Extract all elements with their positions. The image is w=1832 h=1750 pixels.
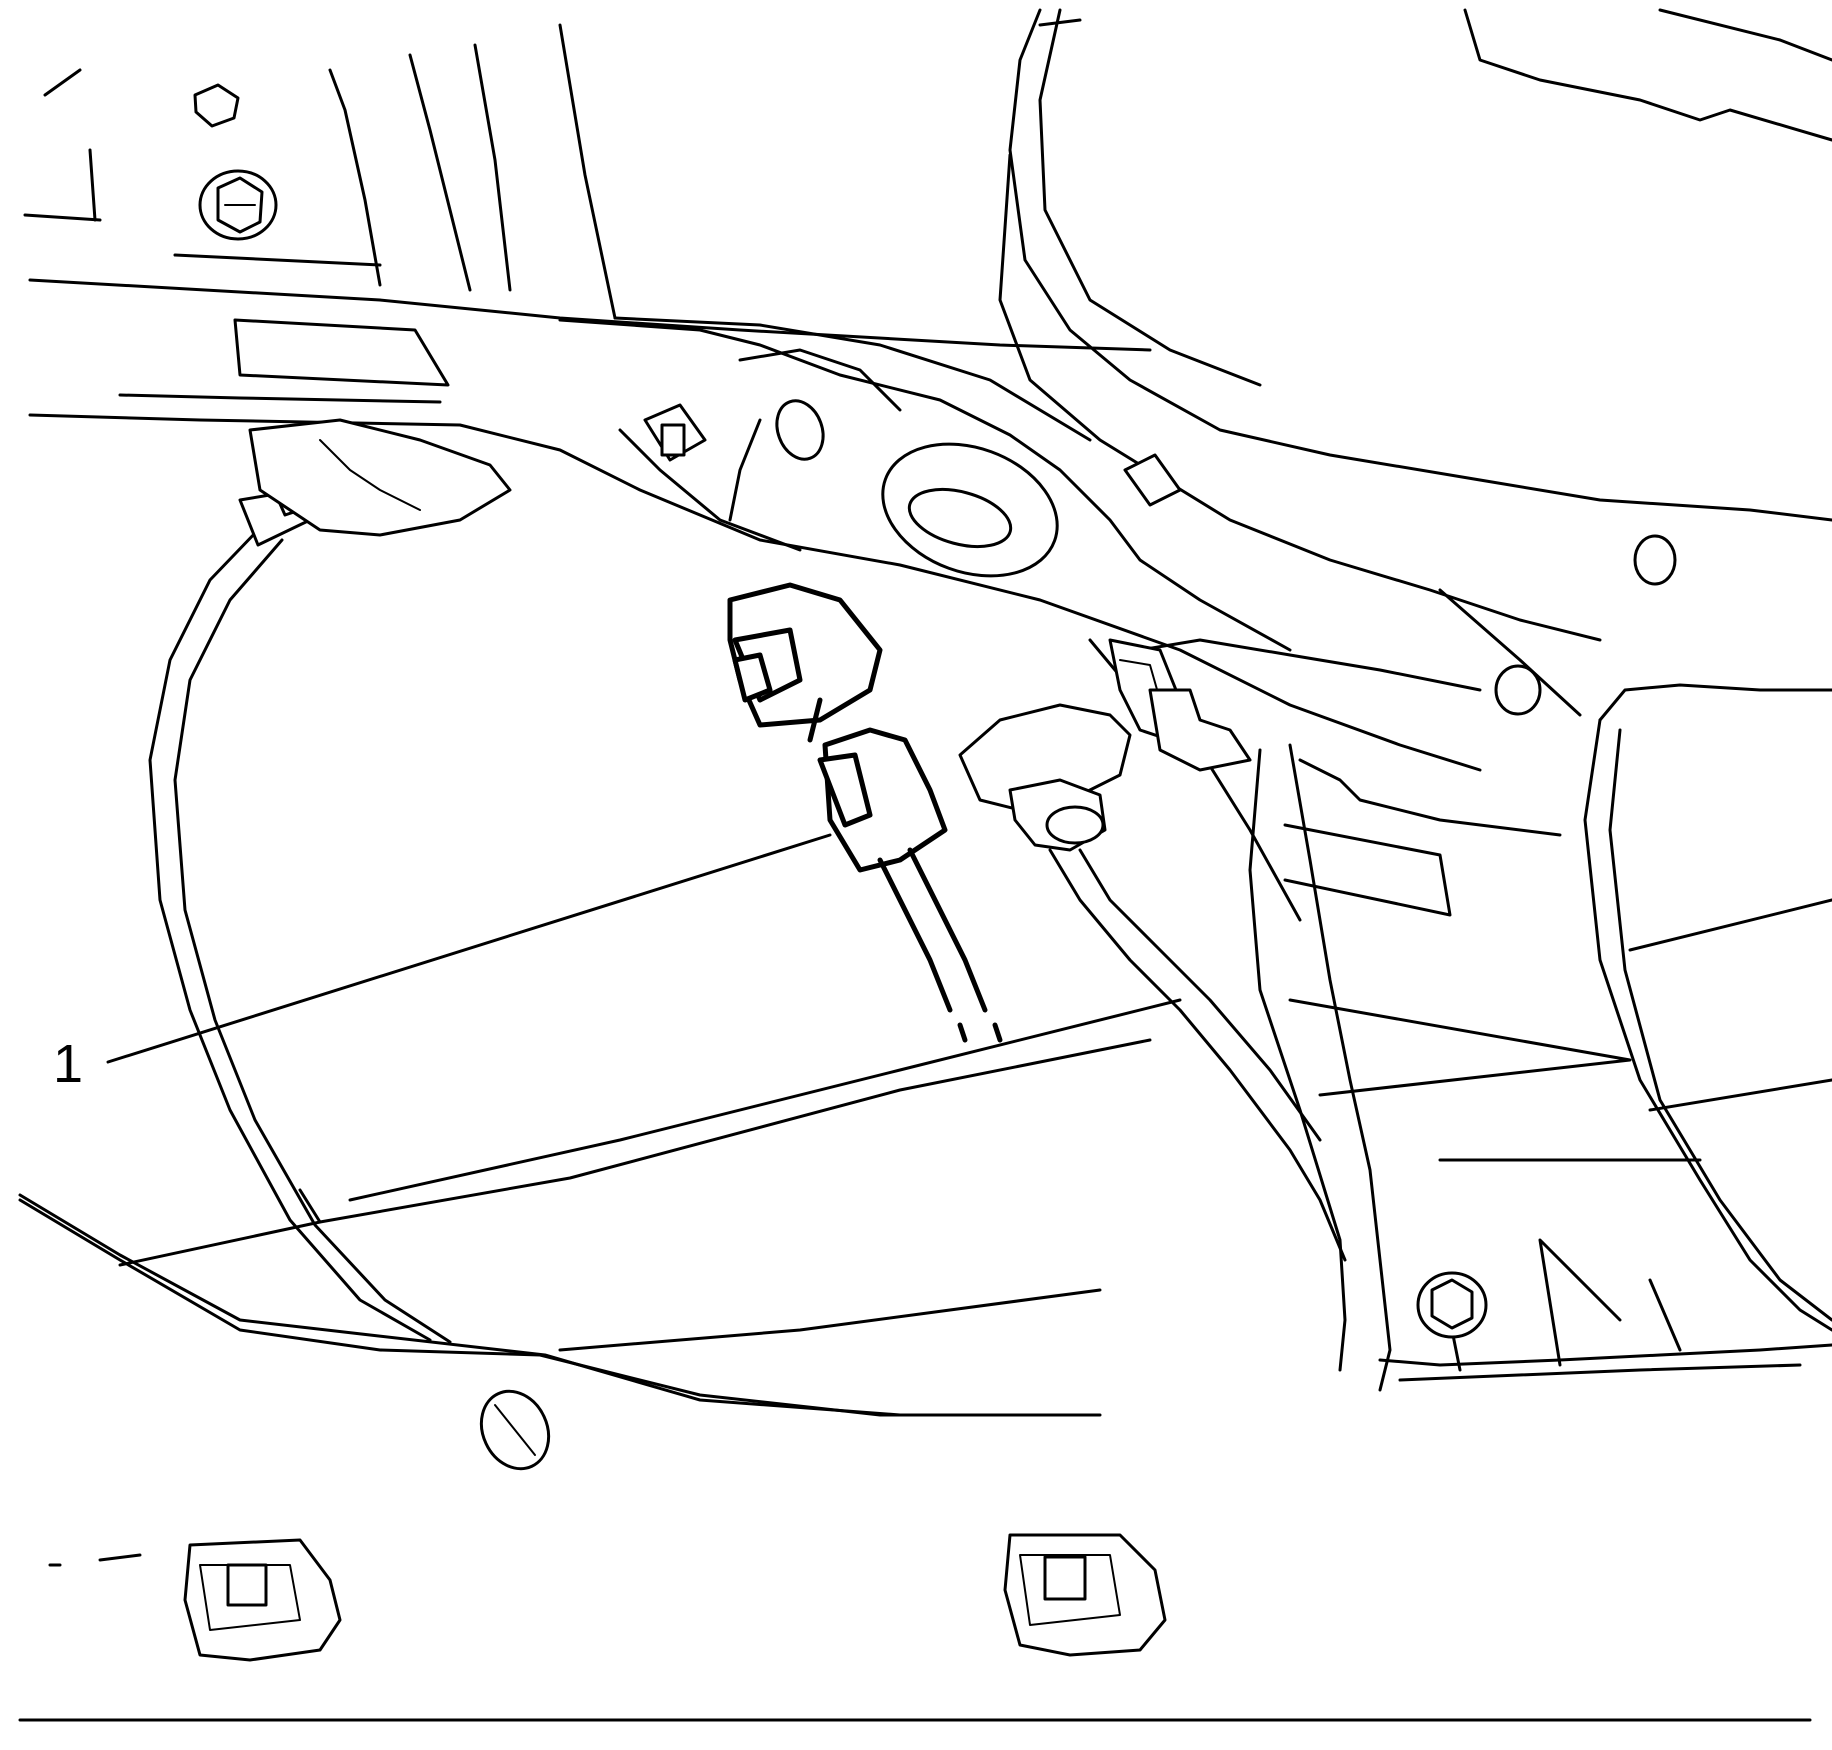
brake-line [148,418,512,1344]
bolt-top-small [193,83,240,128]
bottom-panel [18,1193,1812,1722]
callout-leader-line [106,833,832,1064]
cross-member [558,318,1677,716]
sensor-connector [727,582,1252,1043]
upper-frame [18,23,1482,1417]
callout-1: 1 [53,833,832,1094]
bolt-top [198,169,278,241]
bolt-lower-right [1416,1271,1488,1339]
callout-label-1: 1 [53,1034,83,1094]
right-panels [998,8,1832,1392]
